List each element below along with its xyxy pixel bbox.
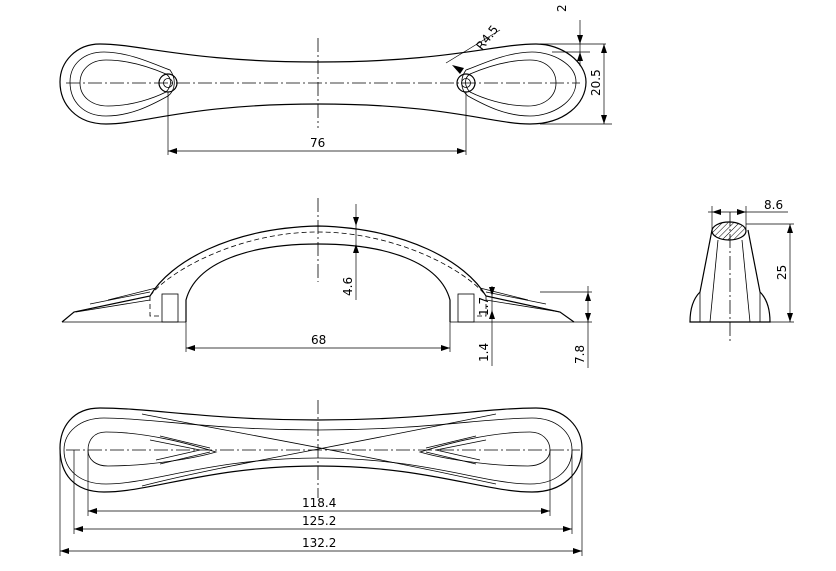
front-view-leg-right: [457, 293, 475, 323]
side-view-taper-right: [741, 239, 751, 323]
bottom-view-pocket-left: [87, 431, 218, 467]
side-view: 8.6 25: [689, 198, 794, 344]
dim-width-arrow-top: [601, 44, 607, 53]
dim-side-width-label: 8.6: [764, 198, 783, 212]
dim-radius-label: R4.5: [473, 23, 501, 53]
front-view-leg-hidden-left: [149, 296, 162, 317]
dim-side-height-arrow-bottom: [787, 313, 793, 322]
dim-inner-length-arrow-right: [541, 508, 550, 514]
top-view-teardrop-right: [465, 59, 557, 107]
top-view-teardrop-left: [79, 59, 171, 107]
dim-inner-length-label: 118.4: [302, 496, 336, 510]
bottom-view-pocket-right: [418, 431, 551, 467]
dim-side-height-arrow-top: [787, 224, 793, 233]
dim-spacing-label: 76: [310, 136, 325, 150]
dim-rim-label: 2: [555, 4, 569, 12]
dim-leg-arrow-top: [489, 287, 495, 296]
front-view-flange-right: [450, 287, 574, 323]
dim-leg-label: 1.7: [477, 297, 491, 316]
dim-arch-arrow-top: [353, 217, 359, 226]
front-view-flange-left: [62, 287, 186, 323]
dim-middle-length-arrow-right: [563, 526, 572, 532]
dim-overall-length-arrow-right: [573, 548, 582, 554]
top-view-inner-rim-right: [461, 51, 577, 117]
bottom-view-inner-outline: [63, 417, 573, 485]
dim-overall-length-arrow-left: [60, 548, 69, 554]
dim-inner-length-arrow-left: [88, 508, 97, 514]
top-view-outer-outline: [59, 43, 587, 125]
front-view-leg-hidden-right: [474, 296, 487, 317]
front-view: 4.6 1.7 1.4 7.8 68: [61, 198, 592, 368]
side-view-taper-left: [709, 239, 719, 323]
dim-side-width-arrow-left: [712, 209, 721, 215]
dim-width-arrow-bottom: [601, 115, 607, 124]
bottom-view: 118.4 125.2 132.2: [59, 400, 583, 556]
bottom-view-rib-x: [141, 413, 497, 487]
dim-arch-label: 4.6: [341, 277, 355, 296]
bottom-view-outer-outline: [59, 407, 583, 493]
dim-offset-label: 1.4: [477, 343, 491, 362]
top-view-inner-rim-left: [69, 51, 175, 117]
dim-spacing-arrow-left: [168, 148, 177, 154]
top-view: R4.5 2 20.5 76: [59, 4, 612, 155]
dim-span-label: 68: [311, 333, 326, 347]
dim-arch-arrow-bottom: [353, 244, 359, 253]
dim-span-arrow-right: [441, 345, 450, 351]
dim-height-arrow-top: [585, 292, 591, 301]
dim-height-arrow-bottom: [585, 313, 591, 322]
radius-leader: [445, 29, 501, 64]
dim-side-width-arrow-right: [737, 209, 746, 215]
dim-height-label: 7.8: [573, 345, 587, 364]
radius-arrow: [452, 65, 464, 74]
dim-side-height-label: 25: [775, 265, 789, 280]
dim-middle-length-arrow-left: [74, 526, 83, 532]
dim-span-arrow-left: [186, 345, 195, 351]
dim-rim-arrow-top: [577, 35, 583, 44]
dim-width-label: 20.5: [589, 69, 603, 96]
dim-rim-arrow-bottom: [577, 52, 583, 61]
dim-overall-length-label: 132.2: [302, 536, 336, 550]
front-view-leg-left: [161, 293, 179, 323]
dim-spacing-arrow-right: [457, 148, 466, 154]
dim-middle-length-label: 125.2: [302, 514, 336, 528]
dim-leg-arrow-bottom: [489, 310, 495, 319]
side-view-hatched-section: [711, 221, 747, 241]
